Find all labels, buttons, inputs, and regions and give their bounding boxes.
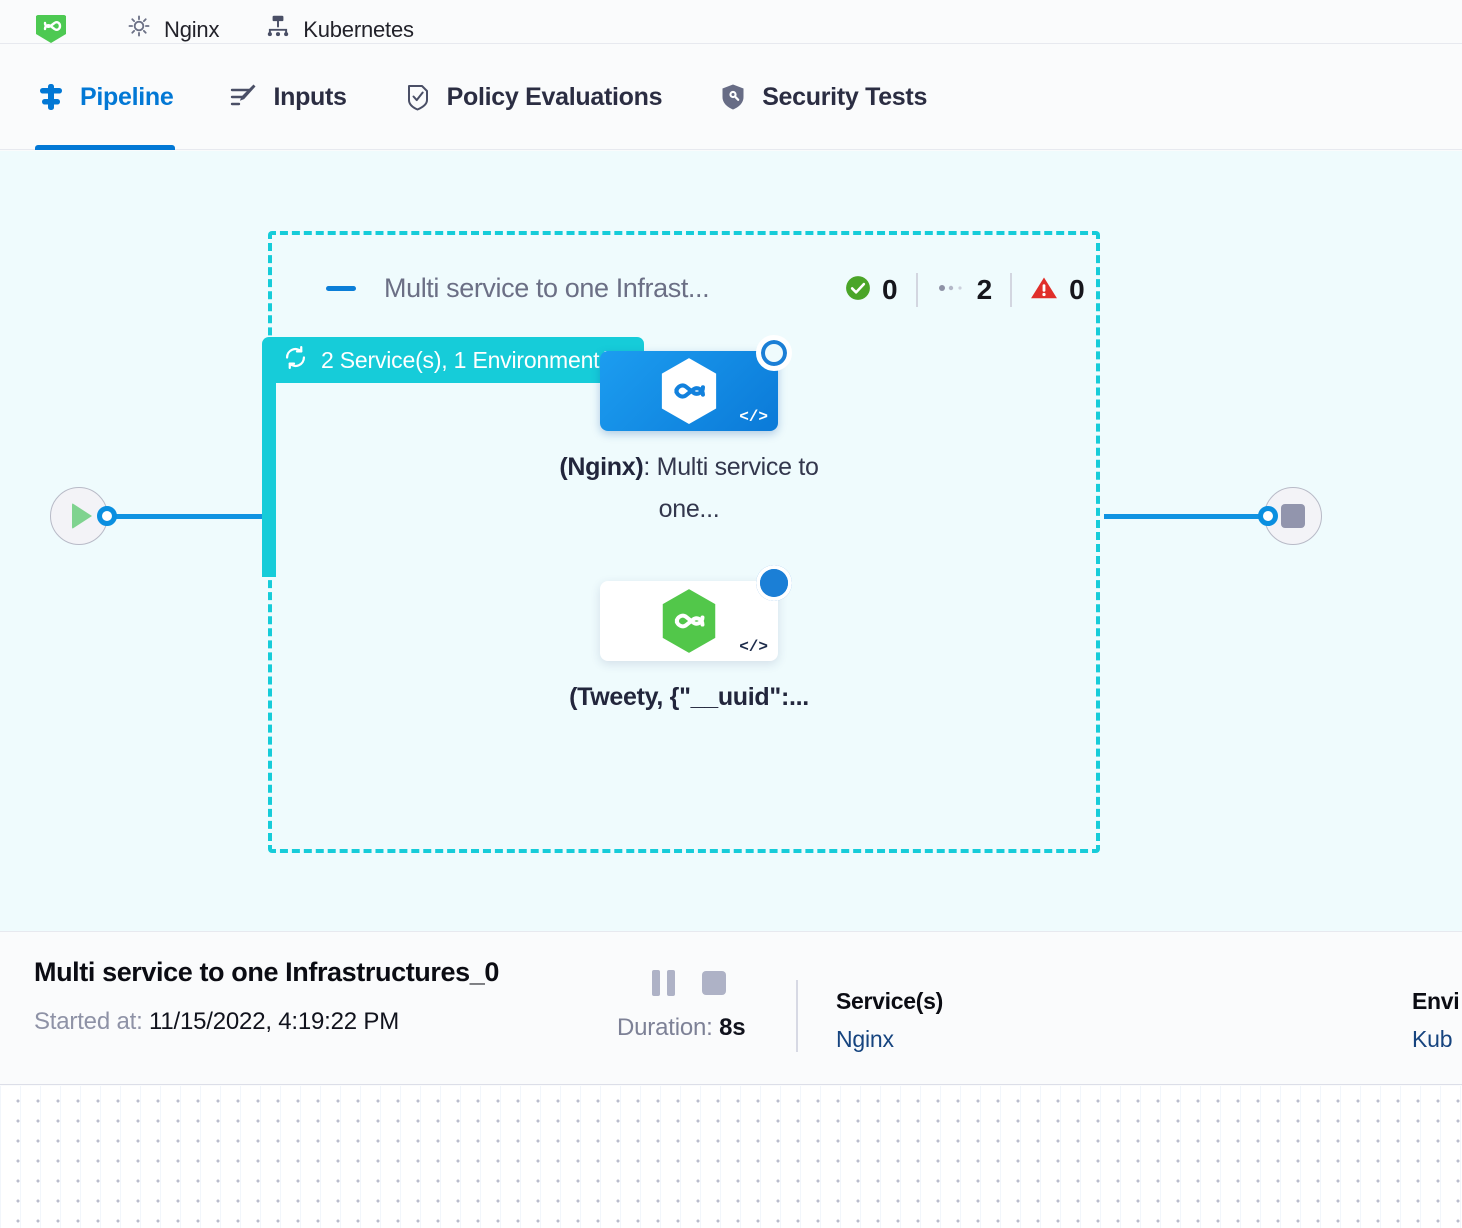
duration-label: Duration: — [617, 1014, 713, 1041]
breadcrumb-bar: Nginx Kubernetes — [0, 0, 1462, 44]
execution-started-at: Started at: 11/15/2022, 4:19:22 PM — [34, 1008, 399, 1036]
harness-hex-logo-icon — [658, 356, 720, 426]
field-environments-value[interactable]: Kub — [1412, 1026, 1459, 1053]
breadcrumb-service-label: Nginx — [164, 17, 219, 43]
loop-repeat-icon — [282, 344, 309, 377]
field-services-label: Service(s) — [836, 988, 943, 1015]
stop-icon — [1281, 504, 1305, 528]
play-icon — [72, 503, 92, 529]
start-node-port[interactable] — [97, 506, 117, 526]
end-node-port[interactable] — [1258, 506, 1278, 526]
panel-divider — [796, 980, 798, 1052]
counter-success-value: 0 — [882, 274, 898, 306]
counter-running-value: 2 — [977, 274, 993, 306]
tab-inputs[interactable]: Inputs — [229, 45, 346, 150]
breadcrumb-environment[interactable]: Kubernetes — [265, 13, 414, 43]
group-spine — [262, 369, 276, 577]
tab-bar: Pipeline Inputs Policy Evaluations — [0, 45, 1462, 150]
field-services: Service(s) Nginx — [836, 988, 943, 1053]
field-environments: Envi Kub — [1412, 988, 1459, 1053]
counter-failed-value: 0 — [1069, 274, 1085, 306]
started-at-label: Started at: — [34, 1008, 143, 1035]
pipeline-node-nginx-caption: (Nginx): Multi service to one... — [559, 446, 819, 530]
group-badge-label: 2 Service(s), 1 Environment(s) — [321, 347, 626, 374]
canvas-dot-grid — [0, 1086, 1462, 1228]
tab-policy-evaluations-label: Policy Evaluations — [447, 83, 663, 112]
group-header[interactable]: Multi service to one Infrast... — [326, 273, 709, 304]
group-badge[interactable]: 2 Service(s), 1 Environment(s) — [262, 337, 644, 383]
wire-group-to-end — [1104, 514, 1264, 519]
tab-pipeline-label: Pipeline — [80, 83, 173, 112]
counter-running: 2 — [918, 274, 1011, 306]
harness-hex-logo-green-icon — [659, 587, 719, 655]
node-caption-bold: (Tweety, {"__uuid":... — [569, 683, 809, 711]
pipeline-node-nginx[interactable]: </> — [600, 351, 778, 431]
code-brackets-icon[interactable]: </> — [739, 638, 768, 656]
tab-inputs-label: Inputs — [273, 83, 346, 112]
stop-button[interactable] — [702, 971, 726, 995]
check-circle-icon — [845, 275, 871, 306]
counter-success: 0 — [845, 274, 916, 306]
pause-button[interactable] — [652, 970, 676, 996]
field-services-value[interactable]: Nginx — [836, 1026, 943, 1053]
breadcrumb-service[interactable]: Nginx — [126, 13, 219, 43]
breadcrumb-environment-label: Kubernetes — [303, 17, 414, 43]
dots-pending-icon — [936, 276, 966, 305]
group-title: Multi service to one Infrast... — [384, 273, 709, 304]
group-container — [268, 231, 1100, 853]
code-brackets-icon[interactable]: </> — [739, 408, 768, 426]
status-counters: 0 2 0 — [845, 273, 1085, 307]
field-environments-label: Envi — [1412, 988, 1459, 1015]
execution-controls — [652, 970, 726, 996]
spinner-running-icon — [756, 565, 792, 601]
tab-security-tests[interactable]: Security Tests — [718, 45, 927, 150]
pipeline-icon — [36, 82, 66, 112]
pipeline-node-tweety-caption: (Tweety, {"__uuid":... — [559, 676, 819, 718]
tab-pipeline[interactable]: Pipeline — [36, 45, 173, 150]
spinner-running-icon — [756, 335, 792, 371]
tab-policy-evaluations[interactable]: Policy Evaluations — [403, 45, 663, 150]
shield-check-icon — [403, 82, 433, 112]
counter-failed: 0 — [1012, 274, 1085, 306]
execution-duration: Duration: 8s — [617, 1014, 745, 1042]
shield-scan-icon — [718, 82, 748, 112]
wire-start-to-group — [113, 514, 265, 519]
execution-detail-panel: Multi service to one Infrastructures_0 S… — [0, 931, 1462, 1085]
node-caption-rest: : Multi service to one... — [643, 453, 818, 523]
pipeline-canvas[interactable]: 2 Service(s), 1 Environment(s) Multi ser… — [0, 151, 1462, 931]
duration-value: 8s — [719, 1014, 745, 1041]
infrastructure-icon — [265, 13, 291, 44]
gear-icon — [126, 13, 152, 44]
pipeline-node-tweety[interactable]: </> — [600, 581, 778, 661]
tab-security-tests-label: Security Tests — [762, 83, 927, 112]
node-caption-bold: (Nginx) — [559, 453, 643, 481]
started-at-value: 11/15/2022, 4:19:22 PM — [149, 1008, 399, 1035]
breadcrumb-project[interactable] — [34, 13, 80, 43]
inputs-icon — [229, 82, 259, 112]
execution-title: Multi service to one Infrastructures_0 — [34, 957, 499, 988]
collapse-dash-icon[interactable] — [326, 286, 356, 291]
warning-triangle-icon — [1030, 275, 1058, 306]
